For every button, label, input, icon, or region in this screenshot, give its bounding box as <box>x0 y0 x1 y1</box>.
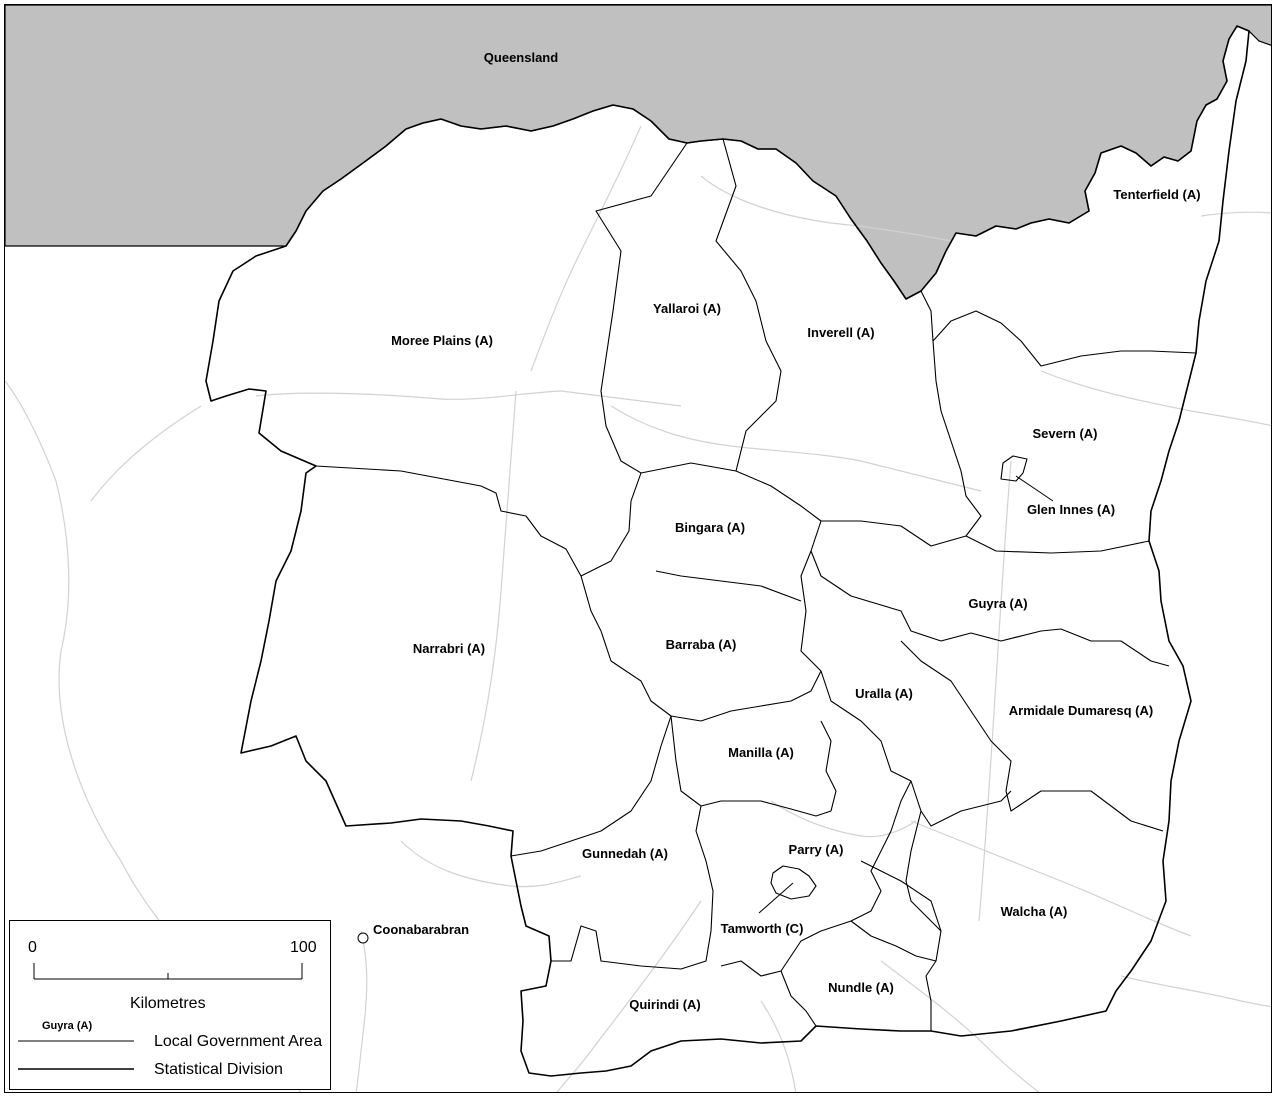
lga-label-manilla: Manilla (A) <box>728 745 794 760</box>
lga-label-gunnedah: Gunnedah (A) <box>582 846 668 861</box>
lga-boundary <box>655 570 802 602</box>
lga-label-yallaroi: Yallaroi (A) <box>653 301 721 316</box>
road <box>880 960 1040 1092</box>
road <box>760 1000 797 1092</box>
road <box>400 840 582 888</box>
lga-boundary <box>720 780 912 977</box>
lga-boundary <box>595 142 737 474</box>
lga-label-glen-innes: Glen Innes (A) <box>1027 502 1115 517</box>
lga-boundary <box>850 920 937 962</box>
glen-innes-boundary <box>1000 455 1028 482</box>
road <box>1200 211 1271 217</box>
lga-label-walcha: Walcha (A) <box>1001 904 1068 919</box>
lga-label-parry: Parry (A) <box>789 842 844 857</box>
scale-bar <box>33 963 303 980</box>
legend-lga-text: Local Government Area <box>154 1033 323 1050</box>
road-network <box>5 125 1271 1092</box>
lga-boundary <box>905 810 942 932</box>
town-marker <box>357 932 369 944</box>
road <box>1120 975 1271 1008</box>
lga-label-severn: Severn (A) <box>1032 426 1097 441</box>
lga-boundary <box>670 715 837 817</box>
road <box>610 405 982 492</box>
lga-label-narrabri: Narrabri (A) <box>413 641 485 656</box>
lga-boundaries <box>258 138 1197 1031</box>
road <box>470 390 517 782</box>
road <box>90 405 202 502</box>
road <box>255 390 682 407</box>
queensland-region <box>5 5 1271 300</box>
map-legend: 0 100 Kilometres Guyra (A) Local Governm… <box>9 920 331 1090</box>
legend-sd-text: Statistical Division <box>154 1061 283 1078</box>
lga-label-moree-plains: Moree Plains (A) <box>391 333 493 348</box>
lga-label-uralla: Uralla (A) <box>855 686 913 701</box>
road <box>355 930 368 1092</box>
lga-boundary <box>715 138 982 547</box>
glen-innes-leader-line <box>1015 475 1054 502</box>
road <box>530 125 642 372</box>
lga-boundary <box>900 640 1164 832</box>
lga-boundary <box>820 670 1012 827</box>
lga-label-inverell: Inverell (A) <box>807 325 874 340</box>
lga-label-tamworth: Tamworth (C) <box>721 921 804 936</box>
lga-boundary <box>860 860 942 1031</box>
lga-label-bingara: Bingara (A) <box>675 520 745 535</box>
map-svg: Coonabarabran Queensland Moree Plains (A… <box>5 5 1271 1092</box>
scale-unit-label: Kilometres <box>130 995 206 1012</box>
lga-label-armidale-dumaresq: Armidale Dumaresq (A) <box>1009 703 1153 718</box>
road <box>770 800 917 838</box>
lga-boundary <box>510 715 672 857</box>
scale-start-label: 0 <box>28 939 37 956</box>
lga-label-quirindi: Quirindi (A) <box>629 997 701 1012</box>
legend-line-samples <box>18 1040 134 1070</box>
tamworth-leader-line <box>758 882 794 914</box>
lga-boundary <box>810 550 1170 667</box>
lga-boundary <box>965 535 1150 554</box>
lga-label-guyra: Guyra (A) <box>968 596 1027 611</box>
town-label-coonabarabran: Coonabarabran <box>373 922 469 937</box>
road <box>978 460 1012 922</box>
road <box>1040 370 1271 427</box>
road <box>556 900 702 1092</box>
lga-label-tenterfield: Tenterfield (A) <box>1113 187 1200 202</box>
tamworth-boundary <box>770 865 817 900</box>
statistical-division-boundary <box>205 25 1250 1077</box>
lga-boundary <box>932 310 1197 367</box>
lga-boundary <box>580 472 822 722</box>
lga-boundary <box>258 390 582 577</box>
lga-boundary <box>551 805 714 970</box>
road <box>910 820 1192 937</box>
road <box>700 175 952 242</box>
lga-label-barraba: Barraba (A) <box>666 637 737 652</box>
map-frame: Coonabarabran Queensland Moree Plains (A… <box>4 4 1272 1093</box>
lga-label-nundle: Nundle (A) <box>828 980 894 995</box>
lga-boundary <box>780 970 817 1027</box>
scale-end-label: 100 <box>290 939 317 956</box>
region-label-queensland: Queensland <box>484 50 558 65</box>
legend-sample-lga-name: Guyra (A) <box>42 1020 93 1032</box>
